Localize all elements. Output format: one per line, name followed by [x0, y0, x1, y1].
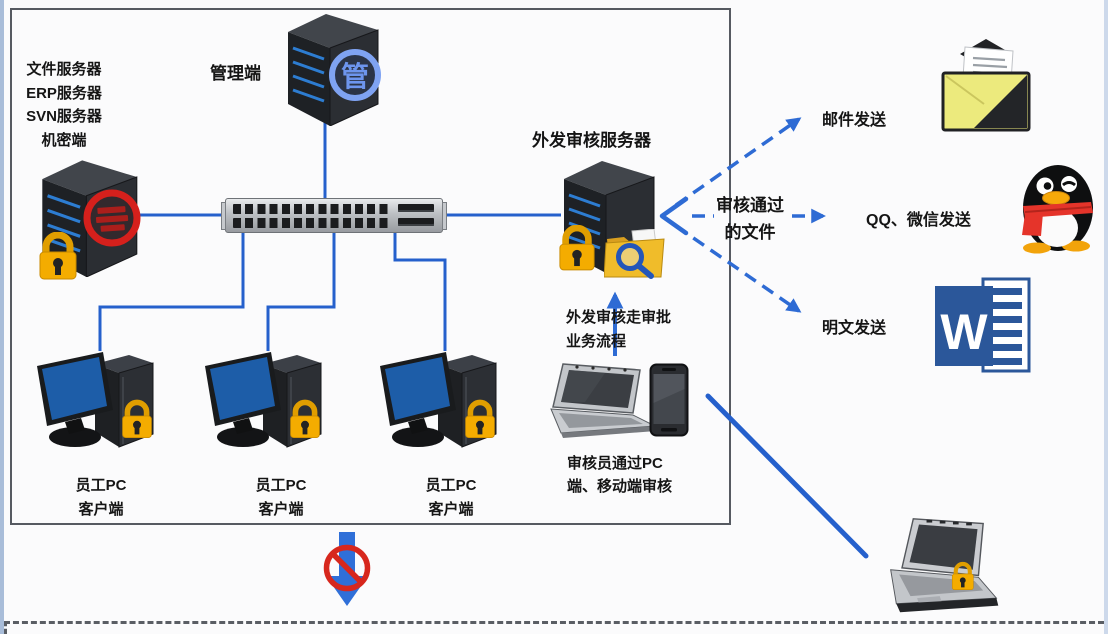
left-edge-strip: [0, 0, 4, 634]
switch-ports-row-2: [233, 218, 391, 228]
employee-pc-icon: [376, 348, 508, 455]
pc1-label: 员工PC 客户端: [56, 474, 146, 522]
switch-uplink-slot-1: [398, 204, 434, 212]
auditor-note: 审核员通过PC 端、移动端审核: [567, 452, 672, 498]
right-edge-strip: [1104, 0, 1108, 634]
confidential-seal-icon: [80, 186, 144, 250]
approved-files-label: 审核通过 的文件: [702, 192, 798, 246]
file-server-label: 文件服务器: [26, 61, 102, 78]
management-glyph: 管: [341, 60, 369, 92]
management-label: 管理端: [210, 64, 261, 83]
qq-wechat-channel-label: QQ、微信发送: [866, 212, 971, 229]
auditor-note-line2: 端、移动端审核: [567, 478, 673, 495]
word-letter: W: [940, 304, 988, 360]
pc3-label-line2: 客户端: [428, 501, 474, 518]
switch-ports-row-1: [233, 204, 391, 214]
network-switch-icon: [221, 198, 447, 233]
word-doc-icon: W: [933, 276, 1043, 376]
auditor-laptop-icon: [545, 363, 659, 439]
email-channel-label: 邮件发送: [822, 112, 887, 129]
confidential-endpoint-label: 机密端: [41, 131, 87, 149]
pc3-label-line1: 员工PC: [425, 477, 477, 494]
folder-search-icon: [604, 229, 666, 279]
pc1-label-line2: 客户端: [78, 501, 124, 518]
prohibition-arrow-icon: [318, 528, 376, 614]
audit-server-icon: [558, 153, 665, 279]
padlock-icon: [558, 225, 596, 271]
pc2-label-line1: 员工PC: [255, 477, 307, 494]
switch-mount-ear-left: [221, 202, 226, 230]
padlock-icon: [38, 232, 78, 280]
server-group-label: 文件服务器 ERP服务器 SVN服务器 机密端: [12, 58, 116, 152]
pc2-label: 员工PC 客户端: [236, 474, 326, 522]
audit-server-label: 外发审核服务器: [532, 131, 651, 150]
switch-uplink-slot-2: [398, 218, 434, 226]
management-server-icon: 管: [282, 6, 382, 126]
erp-server-label: ERP服务器: [26, 84, 102, 102]
line-to-external-laptop: [705, 393, 869, 559]
auditor-phone-icon: [649, 363, 689, 437]
pc1-label-line1: 员工PC: [75, 477, 127, 494]
switch-mount-ear-right: [442, 202, 447, 230]
approved-files-line2: 的文件: [724, 223, 776, 242]
switch-body: [221, 198, 447, 233]
qq-penguin-icon: [1012, 156, 1104, 254]
approved-files-line1: 审核通过: [716, 196, 784, 215]
auditor-note-line1: 审核员通过PC: [567, 455, 663, 472]
approval-flow-note: 外发审核走审批 业务流程: [566, 306, 671, 354]
locked-laptop-icon: [885, 515, 1003, 633]
svn-server-label: SVN服务器: [26, 108, 102, 125]
approval-flow-note-line2: 业务流程: [566, 333, 627, 350]
management-badge-icon: 管: [326, 46, 384, 104]
external-zone-dashed-boundary: [4, 621, 1104, 634]
pc2-label-line2: 客户端: [258, 501, 304, 518]
file-server-icon: [36, 152, 144, 280]
plaintext-channel-label: 明文发送: [822, 320, 887, 337]
pc3-label: 员工PC 客户端: [406, 474, 496, 522]
employee-pc-icon: [33, 348, 165, 455]
envelope-icon: [938, 36, 1034, 134]
employee-pc-icon: [201, 348, 333, 455]
approval-flow-note-line1: 外发审核走审批: [566, 309, 672, 326]
